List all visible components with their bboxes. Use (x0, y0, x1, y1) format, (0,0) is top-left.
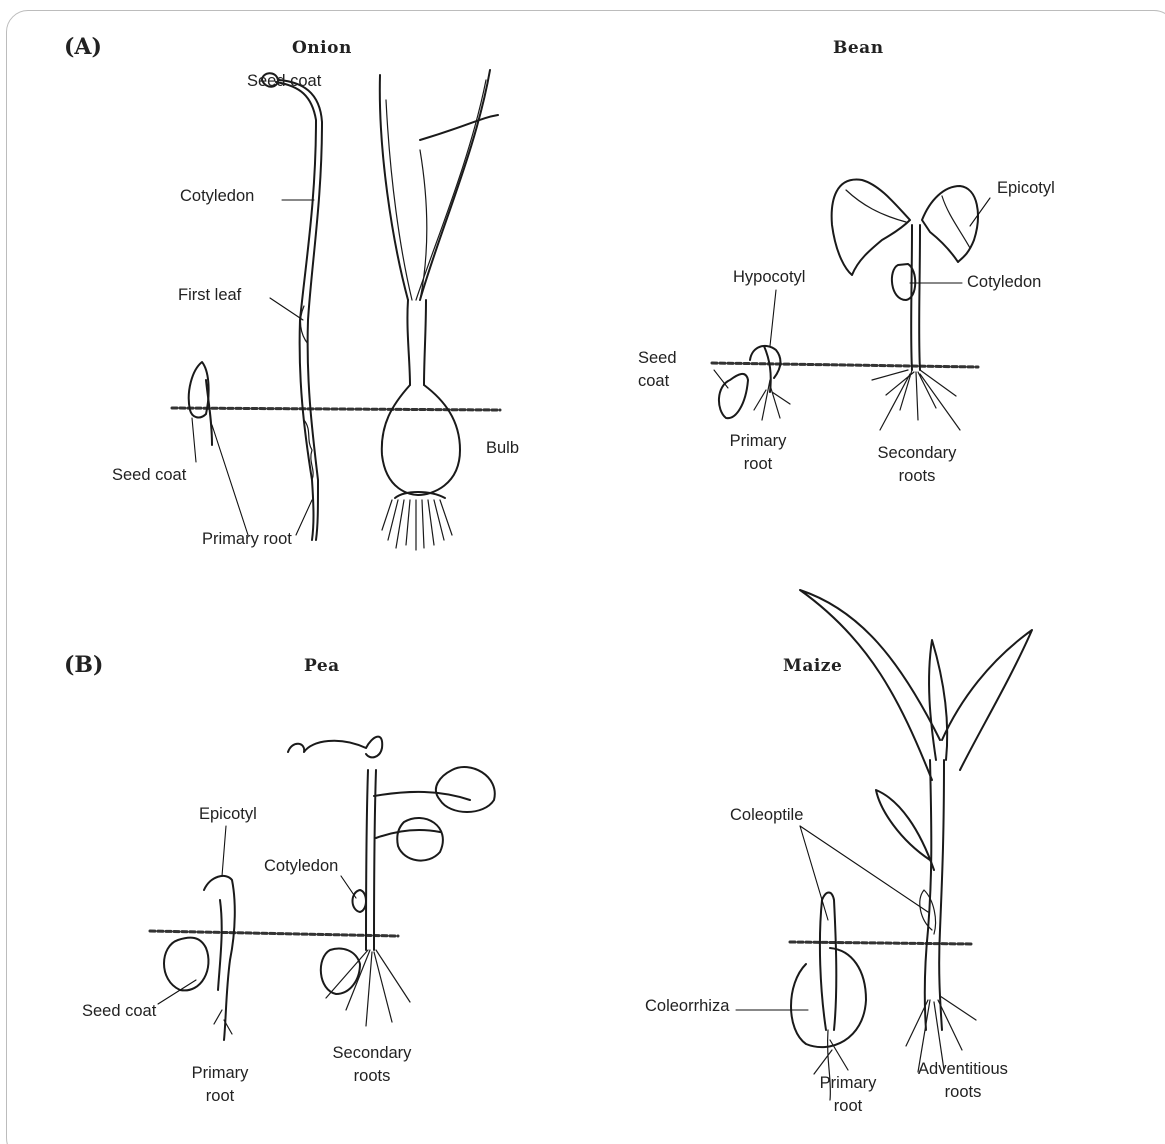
maize-soil-line (790, 942, 972, 944)
maize-coleorrhiza-label: Coleorrhiza (645, 995, 729, 1018)
onion-cotyledon-left (276, 82, 316, 540)
maize-adventitious-roots-line1: Adventitious (904, 1058, 1022, 1081)
bean-cotyledon-label: Cotyledon (967, 271, 1041, 294)
bean-secondary-roots (872, 370, 960, 430)
bean-leaders (714, 198, 990, 388)
maize-young-coleoptile (820, 893, 836, 1031)
maize-leaf-right (942, 630, 1032, 770)
bean-seed-coat-label: Seed coat (638, 347, 677, 393)
onion-leaf-2 (420, 70, 490, 300)
bean-title: Bean (833, 38, 884, 58)
bean-young-hypocotyl (750, 346, 780, 392)
onion-leaf-3b (420, 150, 427, 300)
onion-seed-coat-bottom-label: Seed coat (112, 464, 186, 487)
pea-secondary-roots-line1: Secondary (317, 1042, 427, 1065)
bean-secondary-roots-line1: Secondary (862, 442, 972, 465)
bean-seed-coat-line1: Seed (638, 347, 677, 370)
onion-bulb-label: Bulb (486, 437, 519, 460)
bean-soil-line (712, 363, 978, 367)
onion-drawing (172, 70, 500, 550)
maize-leaf-center (929, 640, 947, 760)
maize-leaf-left (800, 590, 940, 780)
bean-seed-coat-line2: coat (638, 370, 677, 393)
bean-leaf-left (832, 180, 910, 275)
maize-primary-root-label: Primary root (810, 1072, 886, 1118)
panel-b-label: (B) (64, 652, 103, 678)
pea-secondary-roots (326, 950, 410, 1026)
maize-adventitious-roots-label: Adventitious roots (904, 1058, 1022, 1104)
pea-seed (321, 949, 360, 994)
onion-bulb (382, 385, 460, 495)
pea-drawing (150, 737, 495, 1040)
pea-leaders (158, 826, 356, 1004)
bean-stem (911, 225, 920, 370)
maize-primary-root-line1: Primary (810, 1072, 886, 1095)
bean-drawing (712, 180, 978, 430)
bean-young-seed (719, 374, 748, 418)
panel-a-label: (A) (64, 34, 102, 60)
bean-primary-root-label: Primary root (722, 430, 794, 476)
onion-leaf-3 (420, 115, 498, 140)
pea-young-root (214, 1010, 232, 1034)
pea-young-seed (164, 938, 208, 991)
onion-neck (407, 300, 426, 385)
onion-soil-line (172, 408, 500, 410)
bean-primary-root-line1: Primary (722, 430, 794, 453)
pea-secondary-roots-line2: roots (317, 1065, 427, 1088)
pea-middle-leaf (376, 818, 443, 861)
maize-leaf-lower (876, 790, 934, 870)
onion-leaders (192, 200, 314, 535)
pea-soil-line (150, 931, 398, 936)
maize-young-kernel (791, 948, 866, 1047)
pea-tendril-top (288, 737, 382, 758)
pea-cotyledon (353, 890, 367, 912)
bean-leaf-right (922, 186, 978, 262)
maize-primary-root-line2: root (810, 1095, 886, 1118)
bean-secondary-roots-label: Secondary roots (862, 442, 972, 488)
onion-first-leaf-label: First leaf (178, 284, 241, 307)
pea-secondary-roots-label: Secondary roots (317, 1042, 427, 1088)
pea-title: Pea (304, 656, 340, 676)
bean-primary-root-line2: root (722, 453, 794, 476)
onion-leaf-1 (380, 75, 408, 300)
onion-leaf-2b (416, 80, 486, 300)
maize-coleoptile-label: Coleoptile (730, 804, 803, 827)
pea-epicotyl-label: Epicotyl (199, 803, 257, 826)
pea-upper-leaf (374, 767, 495, 812)
bean-secondary-roots-line2: roots (862, 465, 972, 488)
bean-young-roots (754, 380, 790, 420)
pea-seed-coat-label: Seed coat (82, 1000, 156, 1023)
pea-cotyledon-label: Cotyledon (264, 855, 338, 878)
onion-seed-coat-top-label: Seed coat (247, 70, 321, 93)
onion-title: Onion (292, 38, 352, 58)
pea-stem (366, 770, 376, 950)
onion-cotyledon-label: Cotyledon (180, 185, 254, 208)
maize-leaders (736, 826, 928, 1010)
maize-title: Maize (783, 656, 842, 676)
bean-hypocotyl-label: Hypocotyl (733, 266, 805, 289)
bean-epicotyl-label: Epicotyl (997, 177, 1055, 200)
maize-adventitious-roots-line2: roots (904, 1081, 1022, 1104)
pea-primary-root-line1: Primary (182, 1062, 258, 1085)
onion-primary-root-label: Primary root (202, 528, 292, 551)
onion-leaf-1b (386, 100, 412, 300)
onion-roots (382, 500, 452, 550)
pea-primary-root-label: Primary root (182, 1062, 258, 1108)
pea-primary-root-line2: root (182, 1085, 258, 1108)
